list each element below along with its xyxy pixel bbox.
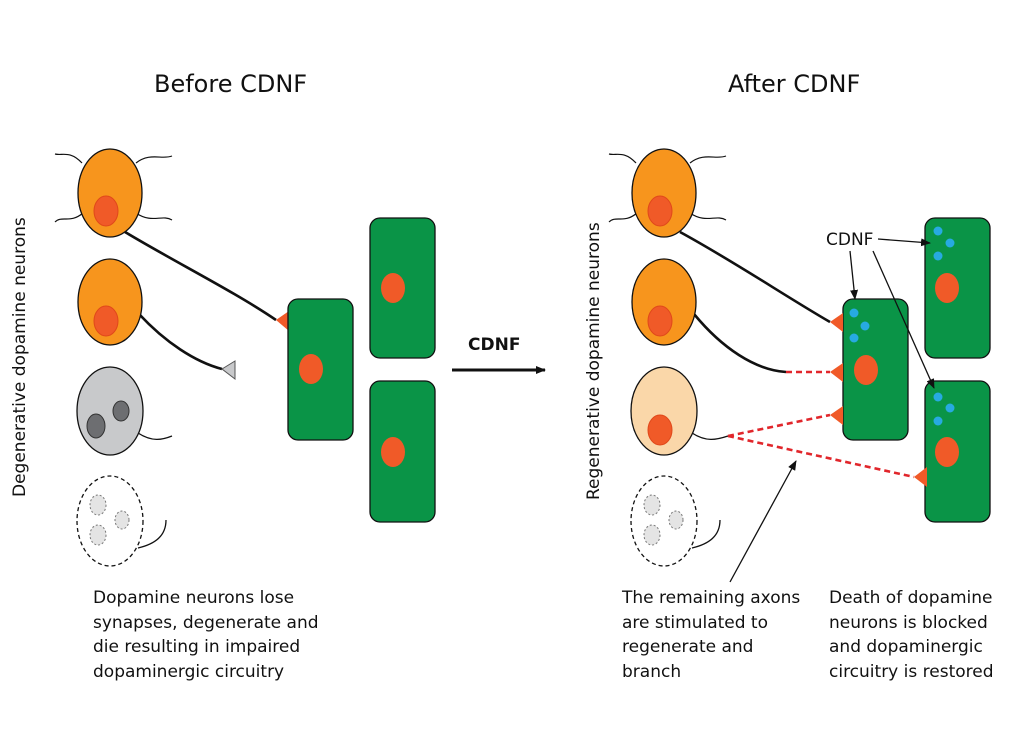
after-caption-death: Death of dopamine neurons is blocked and…: [829, 588, 994, 682]
after-neuron-2: [631, 258, 830, 374]
dendrite: [608, 212, 638, 223]
dendrite: [135, 212, 173, 221]
cdnf-callout-label: CDNF: [826, 230, 873, 250]
synapse-terminal: [276, 311, 289, 331]
after-neuron-3-recovering: [630, 366, 915, 479]
before-panel-title: Before CDNF: [154, 70, 308, 98]
soma-outline: [76, 475, 144, 567]
target-nucleus: [854, 355, 878, 385]
synapse-terminal: [830, 406, 843, 425]
cdnf-particle: [860, 321, 870, 331]
nucleus: [86, 413, 106, 439]
axon-stub: [691, 519, 721, 549]
target-nucleus: [935, 273, 959, 303]
synapse-terminal: [830, 363, 843, 382]
axon: [679, 230, 831, 324]
nucleus: [93, 305, 119, 337]
axon: [138, 313, 223, 371]
nucleus: [647, 195, 673, 227]
before-neuron-2: [77, 258, 236, 381]
soma: [630, 366, 698, 456]
cdnf-particle: [945, 403, 955, 413]
cdnf-particle: [933, 416, 943, 426]
before-target-cells: [287, 217, 436, 523]
axon-stub: [137, 432, 173, 441]
after-panel-title: After CDNF: [728, 70, 861, 98]
dendrite: [54, 212, 84, 223]
target-nucleus: [381, 437, 405, 467]
fragment: [643, 524, 661, 546]
retracted-terminal: [221, 360, 236, 381]
cdnf-particle: [933, 226, 943, 236]
before-panel: [54, 148, 436, 567]
fragment: [668, 510, 684, 530]
fragment: [643, 494, 661, 516]
before-neuron-3-degenerating: [76, 366, 173, 456]
soma-outline: [630, 475, 698, 567]
cdnf-particle: [849, 333, 859, 343]
cdnf-particle: [945, 238, 955, 248]
axon: [692, 313, 787, 374]
treatment-arrow: CDNF: [452, 335, 546, 374]
before-caption: Dopamine neurons lose synapses, degenera…: [93, 588, 319, 682]
synapse-terminal: [830, 313, 843, 332]
target-nucleus: [299, 354, 323, 384]
nucleus: [647, 305, 673, 337]
dendrite: [689, 212, 727, 221]
cdnf-particle: [933, 392, 943, 402]
fragment: [89, 524, 107, 546]
target-nucleus: [935, 437, 959, 467]
after-caption-axons: The remaining axons are stimulated to re…: [622, 588, 801, 682]
regenerating-axon-branch: [727, 434, 915, 479]
axon: [124, 230, 277, 322]
nucleus: [647, 414, 673, 446]
nucleus: [93, 195, 119, 227]
axon-stub: [137, 519, 167, 549]
cdnf-callout: CDNF: [826, 230, 935, 389]
dendrite: [54, 153, 83, 164]
regenerating-axon-branch: [727, 413, 831, 438]
nucleus: [112, 400, 130, 422]
after-target-cells: [830, 217, 991, 523]
fragment: [89, 494, 107, 516]
fragment: [114, 510, 130, 530]
dendrite: [608, 153, 637, 164]
cdnf-particle: [933, 251, 943, 261]
axon-pointer-arrow: [729, 460, 797, 583]
target-nucleus: [381, 273, 405, 303]
dendrite: [689, 155, 727, 164]
arrow-label: CDNF: [468, 335, 520, 355]
before-neuron-4-dead: [76, 475, 167, 567]
after-panel: CDNF: [608, 148, 991, 583]
after-neuron-1: [608, 148, 831, 324]
callout-arrow: [849, 250, 859, 300]
callout-arrow: [877, 238, 931, 247]
synapse-terminal: [914, 467, 927, 487]
before-neuron-1: [54, 148, 289, 331]
after-neuron-4-dead: [630, 475, 721, 567]
dendrite: [135, 155, 173, 164]
axon-stub: [691, 432, 729, 441]
callout-arrow: [872, 250, 935, 389]
soma: [76, 366, 144, 456]
cdnf-particle: [849, 308, 859, 318]
